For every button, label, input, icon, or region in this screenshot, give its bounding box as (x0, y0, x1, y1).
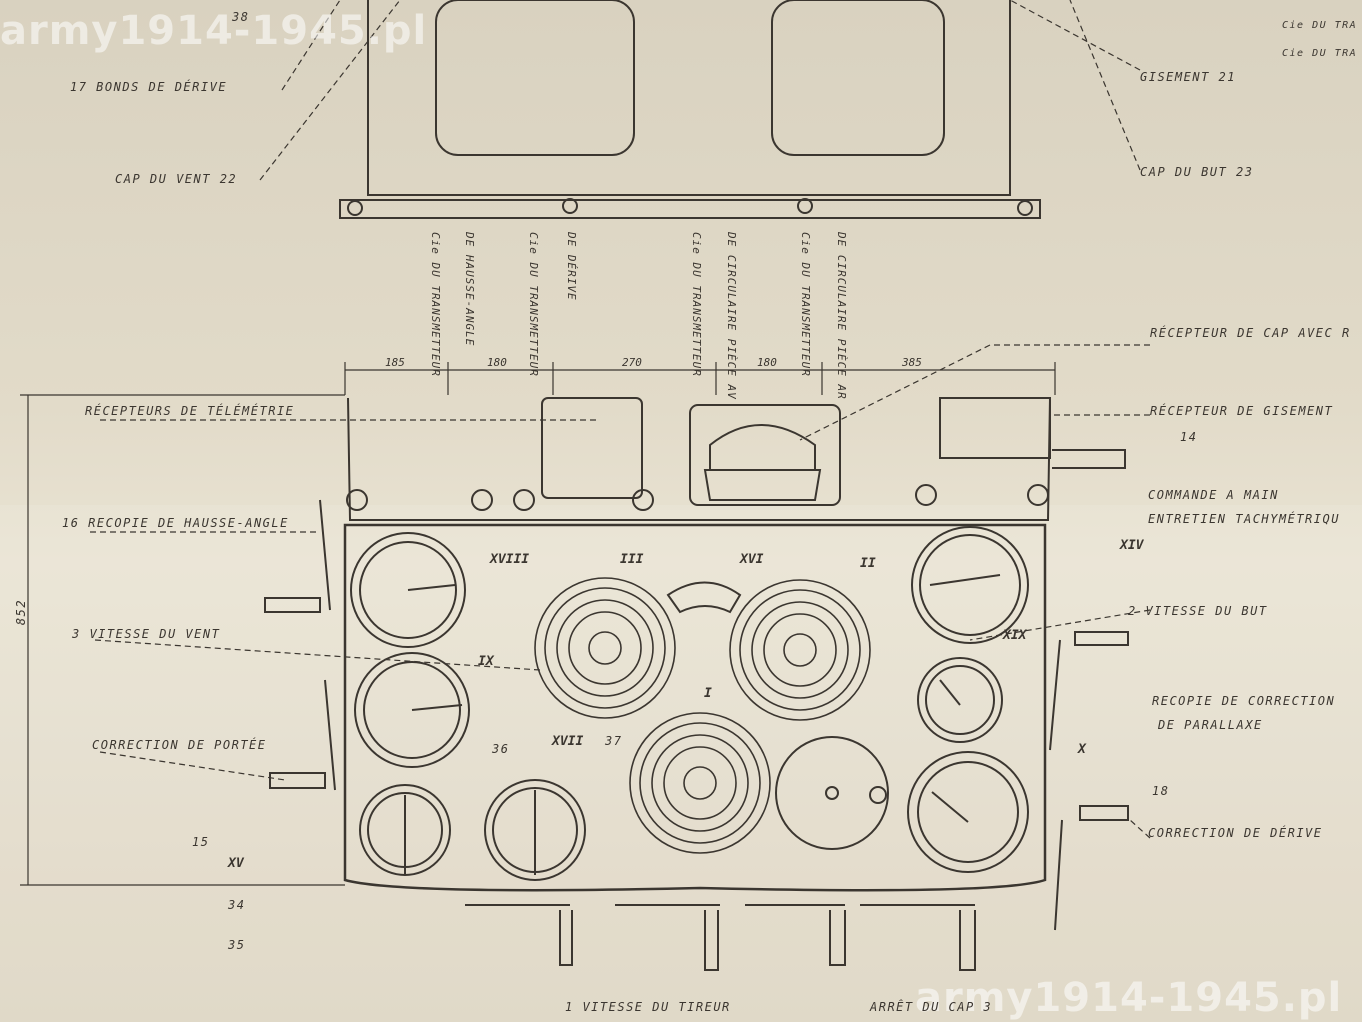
watermark-top: army1914-1945.pl (0, 8, 428, 54)
label-cap-du-but: CAP DU BUT 23 (1140, 165, 1254, 179)
dial-ix (354, 652, 470, 768)
roman-i: I (704, 686, 712, 701)
label-de-parallaxe: DE PARALLAXE (1158, 718, 1263, 732)
label-commande-main: COMMANDE A MAIN (1148, 488, 1279, 502)
label-recepteur-cap: RÉCEPTEUR DE CAP AVEC R (1150, 326, 1351, 340)
label-cie-tra-1: Cie DU TRA (1282, 20, 1358, 31)
vlabel-1: Cie DU TRANSMETTEUR (429, 232, 442, 377)
vlabel-5: Cie DU TRANSMETTEUR (690, 232, 703, 377)
upper-housing (339, 0, 1041, 219)
dial-i (629, 712, 771, 854)
vlabel-2: DE HAUSSE-ANGLE (463, 232, 476, 347)
vlabel-8: DE CIRCULAIRE PIÈCE AR (835, 232, 848, 400)
roman-xvi: XVI (740, 552, 764, 567)
label-852: 852 (14, 598, 29, 626)
dial-xviii (350, 532, 466, 648)
label-37: 37 (605, 734, 623, 748)
vlabel-4: DE DÉRIVE (565, 232, 578, 301)
label-vitesse-but: 2 VITESSE DU BUT (1128, 604, 1268, 618)
label-recepteurs-telemetrie: RÉCEPTEURS DE TÉLÉMÉTRIE (85, 404, 295, 418)
watermark-bottom: army1914-1945.pl (915, 975, 1343, 1021)
roman-ii: II (860, 556, 876, 571)
dim-185: 185 (385, 356, 405, 369)
receivers-row (346, 397, 1126, 521)
vlabel-6: DE CIRCULAIRE PIÈCE AV (725, 232, 738, 400)
dial-xvii (484, 779, 586, 881)
dim-180-a: 180 (487, 356, 507, 369)
roman-xviii: XVIII (490, 552, 530, 567)
dial-iii (534, 577, 676, 719)
label-correction-derive: CORRECTION DE DÉRIVE (1148, 826, 1323, 840)
leader-lines (90, 0, 1151, 839)
label-correction-portee: CORRECTION DE PORTÉE (92, 738, 267, 752)
vlabel-7: Cie DU TRANSMETTEUR (799, 232, 812, 377)
label-recopie-correction: RECOPIE DE CORRECTION (1152, 694, 1336, 708)
roman-xv: XV (228, 856, 244, 871)
dial-xv (359, 784, 451, 876)
label-vitesse-vent: 3 VITESSE DU VENT (72, 627, 221, 641)
roman-xiv: XIV (1120, 538, 1144, 553)
side-handwheels (264, 499, 1129, 931)
dial-x (907, 751, 1029, 873)
label-entretien: ENTRETIEN TACHYMÉTRIQU (1148, 512, 1340, 526)
label-34: 34 (228, 898, 246, 912)
label-recopie-hausse: 16 RECOPIE DE HAUSSE-ANGLE (62, 516, 289, 530)
label-cie-tra-2: Cie DU TRA (1282, 48, 1358, 59)
dim-180-b: 180 (757, 356, 777, 369)
dial-xix (917, 657, 1003, 743)
roman-iii: III (620, 552, 644, 567)
label-recepteur-gisement: RÉCEPTEUR DE GISEMENT (1150, 404, 1334, 418)
dial-ii (729, 579, 871, 721)
label-vitesse-tireur: 1 VITESSE DU TIREUR (565, 1000, 731, 1014)
dim-270: 270 (622, 356, 642, 369)
roman-x: X (1078, 742, 1086, 757)
label-arret-cap: ARRÊT DU CAP 3 (870, 1000, 993, 1014)
roman-xix: XIX (1003, 628, 1027, 643)
label-36: 36 (492, 742, 510, 756)
window-xvi (666, 581, 742, 614)
paper-fold-highlight (0, 505, 1362, 1022)
label-14: 14 (1180, 430, 1198, 444)
label-15: 15 (192, 835, 210, 849)
main-dial-panel (343, 523, 1047, 892)
label-38: 38 (232, 10, 250, 24)
dial-blank (775, 736, 889, 850)
roman-xvii: XVII (552, 734, 584, 749)
label-cap-du-vent: CAP DU VENT 22 (115, 172, 238, 186)
label-gisement: GISEMENT 21 (1140, 70, 1236, 84)
label-35: 35 (228, 938, 246, 952)
roman-ix: IX (478, 654, 494, 669)
dim-385: 385 (902, 356, 922, 369)
bottom-brackets (465, 904, 976, 971)
vlabel-3: Cie DU TRANSMETTEUR (527, 232, 540, 377)
label-bonds-derive: 17 BONDS DE DÉRIVE (70, 80, 228, 94)
dial-xiv (911, 526, 1029, 644)
label-18: 18 (1152, 784, 1170, 798)
